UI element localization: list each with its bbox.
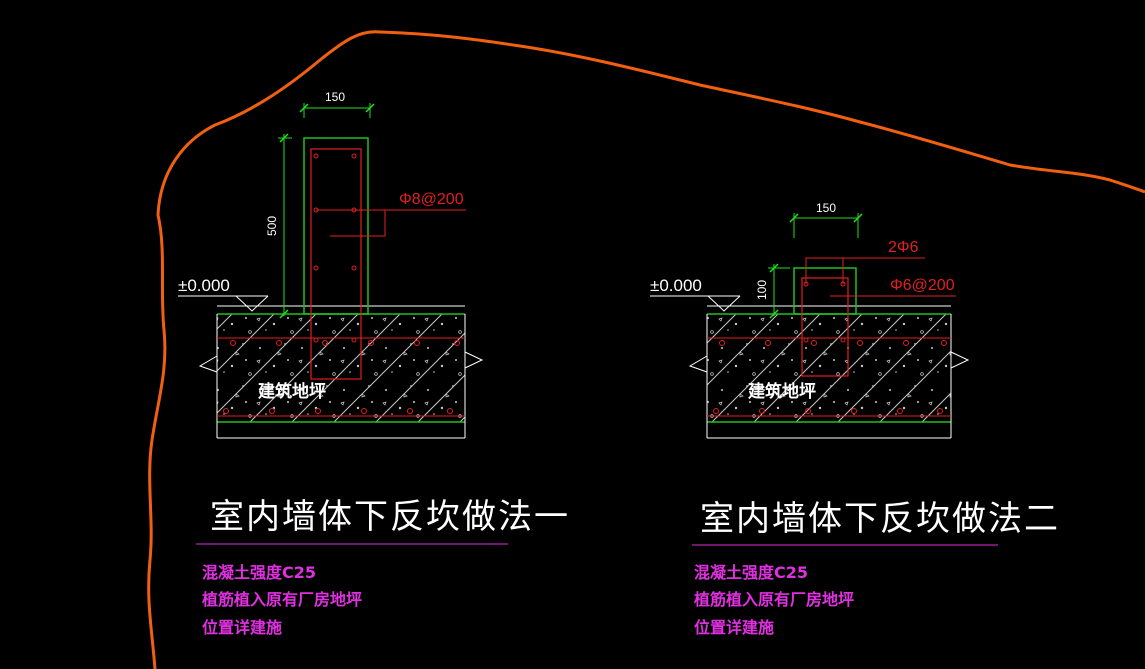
- break-mark-right: [950, 351, 970, 369]
- rebar-label-top: 2Φ6: [888, 239, 919, 256]
- curb-outline: [793, 267, 857, 315]
- detail-title: 室内墙体下反坎做法二: [700, 499, 1060, 539]
- curb-outline: [303, 137, 369, 315]
- slab-hatch: [217, 314, 465, 422]
- floor-label: 建筑地坪: [748, 381, 816, 402]
- elevation-triangle: [707, 295, 741, 312]
- note-3: 位置详建施: [694, 618, 774, 637]
- note-1: 混凝土强度C25: [694, 563, 808, 582]
- break-mark-left: [198, 355, 218, 373]
- note-2: 植筋植入原有厂房地坪: [201, 590, 362, 609]
- elevation-triangle: [235, 295, 269, 312]
- detail-title: 室内墙体下反坎做法一: [210, 497, 570, 537]
- elevation-label: ±0.000: [650, 276, 702, 295]
- note-1: 混凝土强度C25: [202, 563, 316, 582]
- rebar-label-stirrup: Φ6@200: [890, 277, 955, 294]
- stirrup: [310, 148, 362, 380]
- dim-height: 500: [265, 216, 279, 236]
- revision-cloud: [147, 30, 1145, 669]
- rebar-label: Φ8@200: [399, 191, 464, 208]
- elevation-label: ±0.000: [178, 276, 230, 295]
- dim-width: 150: [816, 201, 836, 215]
- break-mark-right: [464, 351, 484, 369]
- slab-hatch: [707, 314, 951, 422]
- floor-label: 建筑地坪: [258, 381, 326, 402]
- dim-width: 150: [325, 90, 345, 104]
- stirrup: [801, 277, 849, 377]
- rebar-leader-top: [805, 257, 925, 284]
- break-mark-left: [688, 355, 708, 373]
- detail-2: 2Φ6 Φ6@200 150 100 ±0.000 建筑地坪 室内墙体下反坎做法…: [650, 201, 1060, 637]
- rebar-leader: [316, 209, 386, 237]
- note-2: 植筋植入原有厂房地坪: [693, 590, 854, 609]
- note-3: 位置详建施: [202, 618, 282, 637]
- dim-height: 100: [755, 280, 769, 300]
- detail-1: Φ8@200 150 500 ±0.000 建筑地坪 室内墙体下反坎做法一 混凝…: [178, 90, 570, 637]
